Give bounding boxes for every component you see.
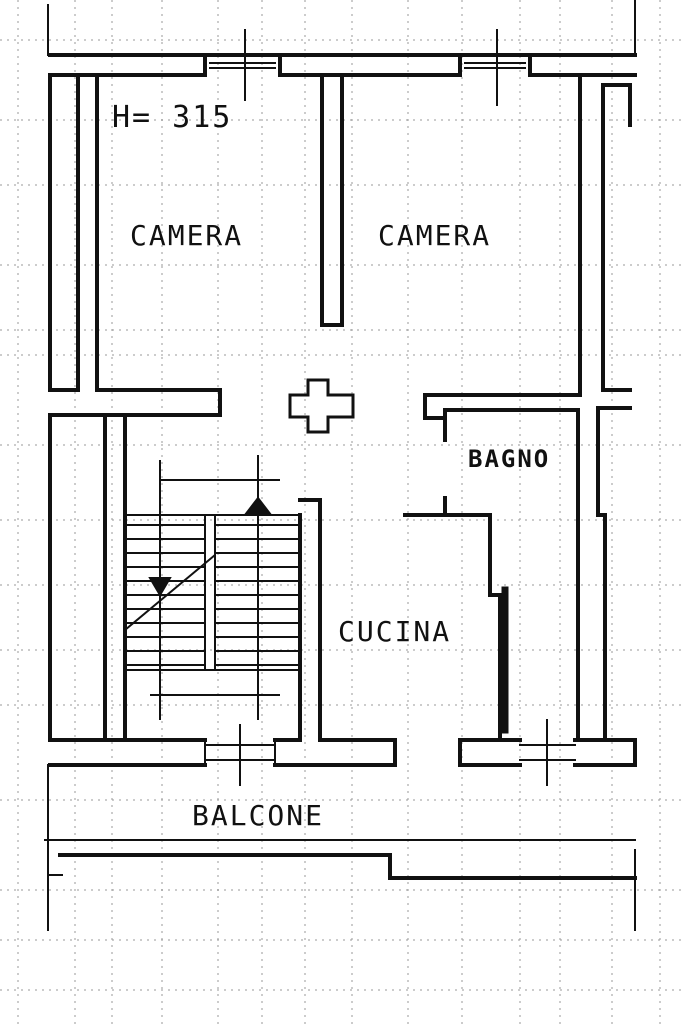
walls [44, 0, 637, 931]
room-label-camera-right: CAMERA [378, 219, 492, 252]
room-label-cucina: CUCINA [338, 615, 452, 648]
staircase [124, 455, 300, 720]
ceiling-height-label: H= 315 [112, 100, 233, 135]
stair-arrow-icon [242, 496, 274, 516]
room-label-bagno: BAGNO [468, 445, 551, 473]
room-label-camera-left: CAMERA [130, 219, 244, 252]
stair-cut-line [124, 554, 216, 631]
room-label-balcone: BALCONE [192, 799, 325, 832]
entrance-cross-symbol [288, 378, 355, 434]
stair-arrow-icon [148, 577, 172, 597]
